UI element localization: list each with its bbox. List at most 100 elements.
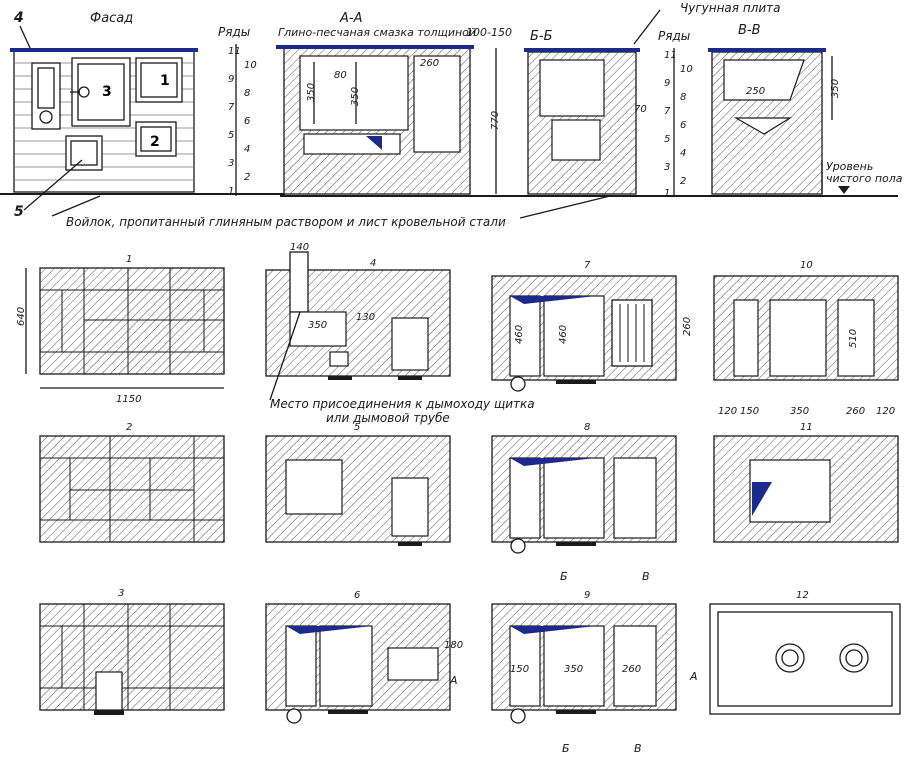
aa-dim-260: 260 <box>420 58 439 69</box>
course-3: 3 <box>39 588 225 715</box>
cut-b-top: Б <box>560 570 568 583</box>
bb-dim-70: 70 <box>634 104 647 115</box>
aa-firebox <box>299 55 409 131</box>
cleanout-door-inner <box>70 140 98 166</box>
clay-note: Глино-песчаная смазка толщиной <box>278 26 476 39</box>
bb-ash <box>551 119 601 161</box>
vv-firebox <box>723 59 805 101</box>
course-2-label: 2 <box>126 422 132 433</box>
dim-510: 510 <box>848 329 859 348</box>
cut-v-bottom: В <box>634 742 642 755</box>
row-left-7: 7 <box>228 102 235 113</box>
cut-b-bottom: Б <box>562 742 570 755</box>
course-7-grate <box>611 299 653 367</box>
course-7-label: 7 <box>584 260 591 271</box>
plate-note: Чугунная плита <box>680 1 780 15</box>
floor-label-2: чистого пола <box>826 172 903 185</box>
course-7: 7 460 460 260 <box>491 260 693 392</box>
course-8-label: 8 <box>584 422 590 433</box>
rows-label-left: Ряды <box>218 25 250 39</box>
floor-label-1: Уровень <box>826 160 873 173</box>
dim-260-bottom: 260 <box>846 406 865 417</box>
cut-v-top: В <box>642 570 650 583</box>
dim-460a: 460 <box>514 325 525 344</box>
dim-180: 180 <box>444 640 463 651</box>
dim-350-bottom: 350 <box>790 406 809 417</box>
aa-grate-marker <box>366 136 382 150</box>
facade-title: Фасад <box>90 11 133 26</box>
dim-350-c9: 350 <box>564 664 583 675</box>
dim-770: 770 <box>490 111 501 130</box>
course-5-ash <box>391 477 429 537</box>
dim-140: 140 <box>290 242 309 253</box>
course-4: 4 140 350 130 <box>265 242 451 380</box>
row-right-9: 9 <box>664 78 670 89</box>
course-6: 6 180 А <box>265 590 463 724</box>
course-5: 5 <box>265 422 451 546</box>
aa-dim-80: 80 <box>334 70 347 81</box>
course-4-firebox <box>289 311 347 347</box>
door-2-label: 2 <box>150 134 160 150</box>
callout-5: 5 <box>14 204 24 220</box>
course-11: 11 <box>713 422 899 543</box>
row-right-2: 2 <box>680 176 686 187</box>
dim-120-right: 120 <box>876 406 895 417</box>
dim-260-c9: 260 <box>622 664 641 675</box>
course-3-cleanout <box>95 671 123 711</box>
course-4-ash <box>391 317 429 371</box>
oven-door-inner <box>140 62 178 98</box>
row-left-9: 9 <box>228 74 234 85</box>
row-left-11: 11 <box>228 46 241 57</box>
row-right-4: 4 <box>680 148 686 159</box>
aa-oven <box>413 55 461 153</box>
course-9: 9 Б В 150 350 260 А Б В <box>491 570 698 755</box>
felt-leader-a <box>51 195 101 217</box>
course-4-label: 4 <box>370 258 376 269</box>
row-right-1: 1 <box>664 188 670 199</box>
course-9-label: 9 <box>584 590 590 601</box>
dim-150-c9: 150 <box>510 664 529 675</box>
row-right-3: 3 <box>664 162 670 173</box>
cut-a-right-c6: А <box>449 674 458 687</box>
dim-260-c7: 260 <box>682 317 693 336</box>
course-11-label: 11 <box>800 422 813 433</box>
course-1: 1 640 1150 <box>16 254 225 405</box>
row-left-1: 1 <box>228 186 234 197</box>
course-6-label: 6 <box>354 590 360 601</box>
course-3-label: 3 <box>118 588 124 599</box>
course-10: 10 510 120 150 350 260 120 <box>713 260 899 417</box>
row-right-8: 8 <box>680 92 686 103</box>
course-12: 12 <box>709 590 901 715</box>
row-right-10: 10 <box>680 64 693 75</box>
row-left-5: 5 <box>228 130 234 141</box>
door-1-label: 1 <box>160 73 170 89</box>
aa-ash <box>303 133 401 155</box>
dim-640: 640 <box>16 307 27 326</box>
vv-dim-350: 350 <box>830 79 841 98</box>
aa-dim-350b: 350 <box>350 87 361 106</box>
dim-150-bottom: 150 <box>740 406 759 417</box>
section-vv: Чугунная плита В-В 250 350 Уровень чисто… <box>633 1 903 195</box>
dim-1150: 1150 <box>116 394 141 405</box>
row-left-6: 6 <box>244 116 250 127</box>
bb-firebox <box>539 59 605 117</box>
course-2: 2 <box>39 422 225 543</box>
facade-view: Фасад 4 3 1 2 5 Войлок, пропита <box>0 10 611 229</box>
course-5-label: 5 <box>354 422 360 433</box>
cut-a-right-c9: А <box>689 670 698 683</box>
rows-scale-left: Ряды 11 10 9 8 7 6 5 4 3 2 1 <box>218 25 257 197</box>
dim-130: 130 <box>356 312 375 323</box>
row-left-3: 3 <box>228 158 234 169</box>
course-10-label: 10 <box>800 260 813 271</box>
chimney-note-1: Место присоединения к дымоходу щитка <box>270 397 535 411</box>
dim-120-left: 120 <box>718 406 737 417</box>
row-right-6: 6 <box>680 120 686 131</box>
door-3-label: 3 <box>102 84 112 100</box>
course-8: 8 <box>491 422 677 554</box>
ash-door-inner <box>140 126 172 152</box>
clay-note-dim: 100-150 <box>466 26 512 39</box>
course-4-chimney <box>289 251 309 313</box>
vv-dim-250: 250 <box>746 86 765 97</box>
damper-knob-icon <box>39 110 53 124</box>
